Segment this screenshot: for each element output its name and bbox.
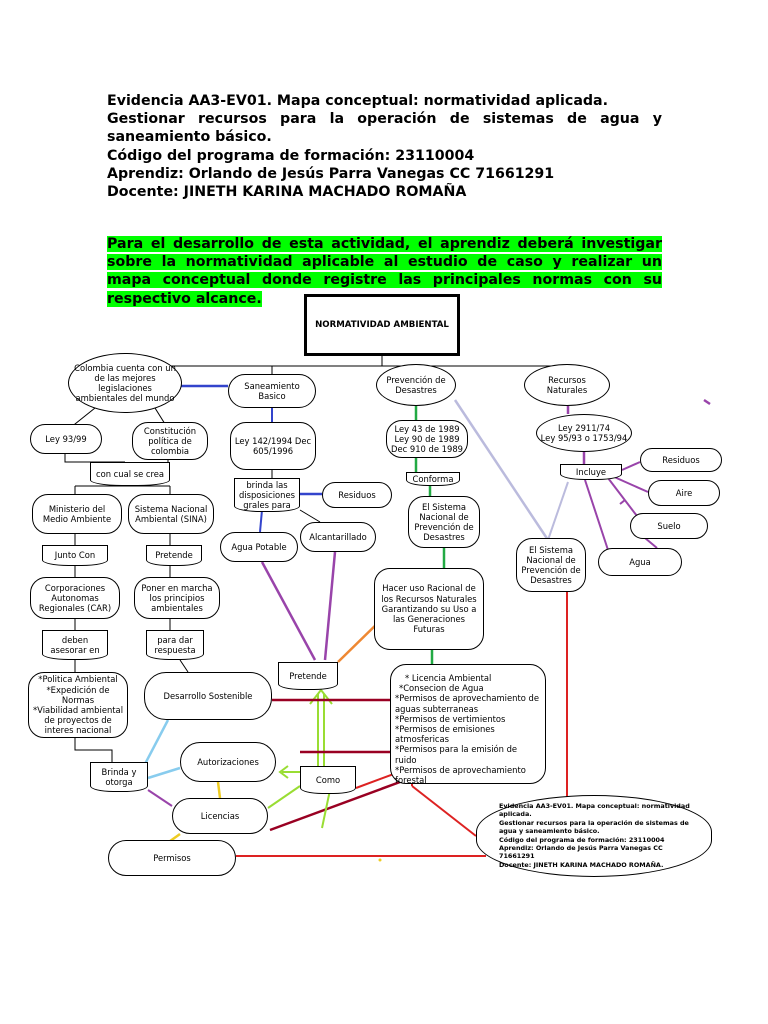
node-car: Corporaciones Autonomas Regionales (CAR): [30, 577, 120, 619]
node-conforma: Conforma: [406, 472, 460, 486]
node-desarrollo-sostenible: Desarrollo Sostenible: [144, 672, 272, 720]
politica-line-3: *Viabilidad ambiental de proyectos de in…: [32, 705, 124, 736]
connector-incluye-residuos: [621, 461, 641, 471]
connector-politica-brinda: [74, 738, 113, 762]
node-como: Como: [300, 766, 356, 794]
licencia-line-1: * Licencia Ambiental: [405, 673, 492, 683]
ley2911-line-2: Ley 95/93 o 1753/94: [540, 433, 628, 443]
node-permisos: Permisos: [108, 840, 236, 876]
connector-paradar-desarrollo: [179, 659, 189, 673]
connector-colombia-constitucion: [154, 407, 166, 425]
evidence-summary-box: Evidencia AA3-EV01. Mapa conceptual: nor…: [476, 795, 712, 877]
node-politica-ambiental: *Politica Ambiental *Expedición de Norma…: [28, 672, 128, 738]
footer-line-2: Gestionar recursos para la operación de …: [499, 818, 689, 836]
connector-stray-mark: [703, 398, 711, 406]
ley43-line-1: Ley 43 de 1989: [394, 423, 460, 434]
connector-como-down: [321, 789, 331, 829]
node-sistema-nacional-recursos: El Sistema Nacional de Prevención de Des…: [516, 538, 586, 592]
node-hacer-uso-racional: Hacer uso Racional de los Recursos Natur…: [374, 568, 484, 650]
connector-autorizaciones-brinda: [147, 766, 181, 780]
connector-brinda-agua: [259, 509, 263, 533]
connector-incluye-aire: [611, 475, 649, 493]
connector-licencia-footer: [411, 785, 477, 837]
node-pretende-central: Pretende: [278, 662, 338, 690]
node-aire: Aire: [648, 480, 720, 506]
node-prevencion-desastres: Prevención de Desastres: [376, 364, 456, 406]
connector-como-arrowhead: [278, 765, 289, 779]
connector-brinda-licencias: [147, 789, 173, 807]
connector-brinda-alcantarillado: [299, 509, 321, 523]
node-brinda-disposiciones: brinda las disposiciones grales para: [234, 478, 300, 512]
connector-suelo-agua: [644, 537, 658, 549]
node-sistema-nacional: El Sistema Nacional de Prevención de Des…: [408, 496, 480, 548]
node-ley-93-99: Ley 93/99: [30, 424, 102, 454]
node-brinda-otorga: Brinda y otorga: [90, 762, 148, 792]
node-suelo: Suelo: [630, 513, 708, 539]
header-line-teacher: Docente: JINETH KARINA MACHADO ROMAÑA: [107, 184, 467, 201]
connector-alcantarillado-pretende: [323, 551, 337, 661]
connector-aire-small: [619, 499, 626, 505]
licencia-line-6: *Permisos para la emisión de ruido: [395, 744, 518, 765]
footer-line-4: Aprendiz: Orlando de Jesús Parra Vanegas…: [499, 844, 663, 861]
licencia-line-5: *Permisos de emisiones atmosfericas: [395, 724, 495, 745]
ley2911-line-1: Ley 2911/74: [557, 422, 611, 433]
licencia-line-3: *Permisos de aprovechamiento de aguas su…: [395, 693, 539, 714]
licencia-line-7: *Permisos de aprovechamiento forestal: [395, 764, 526, 786]
node-colombia: Colombia cuenta con un de las mejores le…: [68, 353, 182, 413]
header-line-program-code: Código del programa de formación: 231100…: [107, 147, 475, 164]
node-saneamiento-basico: Saneamiento Basico: [228, 374, 316, 408]
node-ley-142: Ley 142/1994 Dec 605/1996: [230, 422, 316, 470]
node-licencias: Licencias: [172, 798, 268, 834]
node-licencias-permisos-list: * Licencia Ambiental *Consecion de Agua …: [390, 664, 546, 786]
ley43-line-2: Ley 90 de 1989: [394, 433, 460, 444]
connector-agua-pretende: [260, 561, 317, 661]
node-poner-en-marcha: Poner en marcha los principios ambiental…: [134, 577, 220, 619]
node-sina: Sistema Nacional Ambiental (SINA): [128, 494, 214, 534]
ley43-line-3: Dec 910 de 1989: [391, 444, 463, 455]
connector-como-licencias: [267, 785, 301, 809]
politica-line-2: *Expedición de Normas: [46, 684, 110, 705]
node-residuos-saneamiento: Residuos: [322, 482, 392, 508]
header-line-competence: Gestionar recursos para la operación de …: [107, 111, 662, 146]
node-constitucion: Constitución política de colombia: [132, 422, 208, 460]
node-deben-asesorar: deben asesorar en: [42, 630, 108, 660]
connector-prevencion-sistema2: [453, 399, 550, 541]
node-ley-43: Ley 43 de 1989 Ley 90 de 1989 Dec 910 de…: [386, 420, 468, 458]
node-incluye: Incluye: [560, 464, 622, 480]
connector-incluye-sistema2: [547, 481, 569, 541]
node-ley-2911: Ley 2911/74 Ley 95/93 o 1753/94: [536, 414, 632, 452]
connector-licencia-licencias: [269, 780, 401, 832]
node-recursos-naturales: Recursos Naturales: [524, 364, 610, 406]
node-para-dar-respuesta: para dar respuesta: [146, 630, 204, 660]
connector-incluye-suelo: [607, 477, 641, 521]
stray-dot: [378, 858, 382, 862]
connector-incluye-agua: [584, 479, 609, 551]
node-residuos-recursos: Residuos: [640, 448, 722, 472]
connector-desarrollo-brinda: [143, 719, 170, 765]
node-autorizaciones: Autorizaciones: [180, 742, 276, 782]
node-agua-potable: Agua Potable: [220, 532, 298, 562]
footer-line-1: Evidencia AA3-EV01. Mapa conceptual: nor…: [499, 802, 690, 819]
licencia-line-4: *Permisos de vertimientos: [395, 713, 506, 724]
node-ministerio: Ministerio del Medio Ambiente: [32, 494, 122, 534]
node-con-cual-se-crea: con cual se crea: [90, 462, 170, 486]
header-line-apprentice: Aprendiz: Orlando de Jesús Parra Vanegas…: [107, 165, 555, 182]
document-header: Evidencia AA3-EV01. Mapa conceptual: nor…: [107, 92, 662, 201]
licencia-line-2: *Consecion de Agua: [399, 683, 484, 694]
politica-line-1: *Politica Ambiental: [38, 674, 118, 685]
node-pretende-sina: Pretende: [146, 545, 202, 566]
footer-line-3: Código del programa de formación: 231100…: [499, 835, 665, 844]
node-junto-con: Junto Con: [42, 545, 108, 566]
node-alcantarillado: Alcantarillado: [300, 522, 376, 552]
footer-line-5: Docente: JINETH KARINA MACHADO ROMAÑA.: [499, 860, 664, 869]
connector-autorizaciones-licencias: [216, 781, 222, 799]
map-title: NORMATIVIDAD AMBIENTAL: [304, 294, 460, 356]
node-agua: Agua: [598, 548, 682, 576]
connector-arrowhead: [309, 688, 333, 705]
header-line-evidence: Evidencia AA3-EV01. Mapa conceptual: nor…: [107, 93, 609, 109]
